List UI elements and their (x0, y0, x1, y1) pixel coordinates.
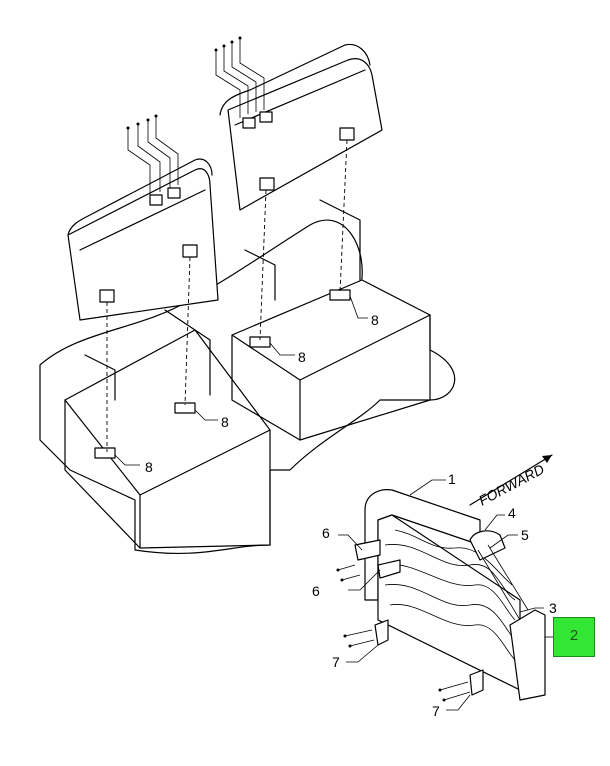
callout-8-leaders (114, 295, 368, 466)
callout-7-a: 7 (332, 654, 340, 670)
right-seat-back (214, 36, 383, 211)
callout-7-b: 7 (432, 703, 440, 719)
callout-numbers: 8 8 8 8 1 4 5 3 6 6 7 7 (145, 312, 557, 719)
callout-8-c: 8 (298, 349, 306, 365)
alignment-lines (106, 139, 348, 452)
callout-8-a: 8 (145, 459, 153, 475)
detail-leaders (338, 479, 553, 711)
callout-4: 4 (508, 505, 516, 521)
forward-arrow: FORWARD (469, 454, 553, 509)
callout-6-b: 6 (312, 583, 320, 599)
forward-label: FORWARD (476, 461, 547, 509)
callout-5: 5 (521, 527, 529, 543)
callout-2: 2 (569, 627, 579, 644)
callout-1: 1 (448, 471, 456, 487)
callout-8-d: 8 (371, 312, 379, 328)
detail-seat-assembly (336, 489, 546, 702)
callout-2-highlight[interactable]: 2 (553, 617, 595, 657)
callout-3: 3 (549, 600, 557, 616)
callout-6-a: 6 (322, 525, 330, 541)
left-seat-back (67, 114, 219, 321)
callout-8-b: 8 (221, 414, 229, 430)
